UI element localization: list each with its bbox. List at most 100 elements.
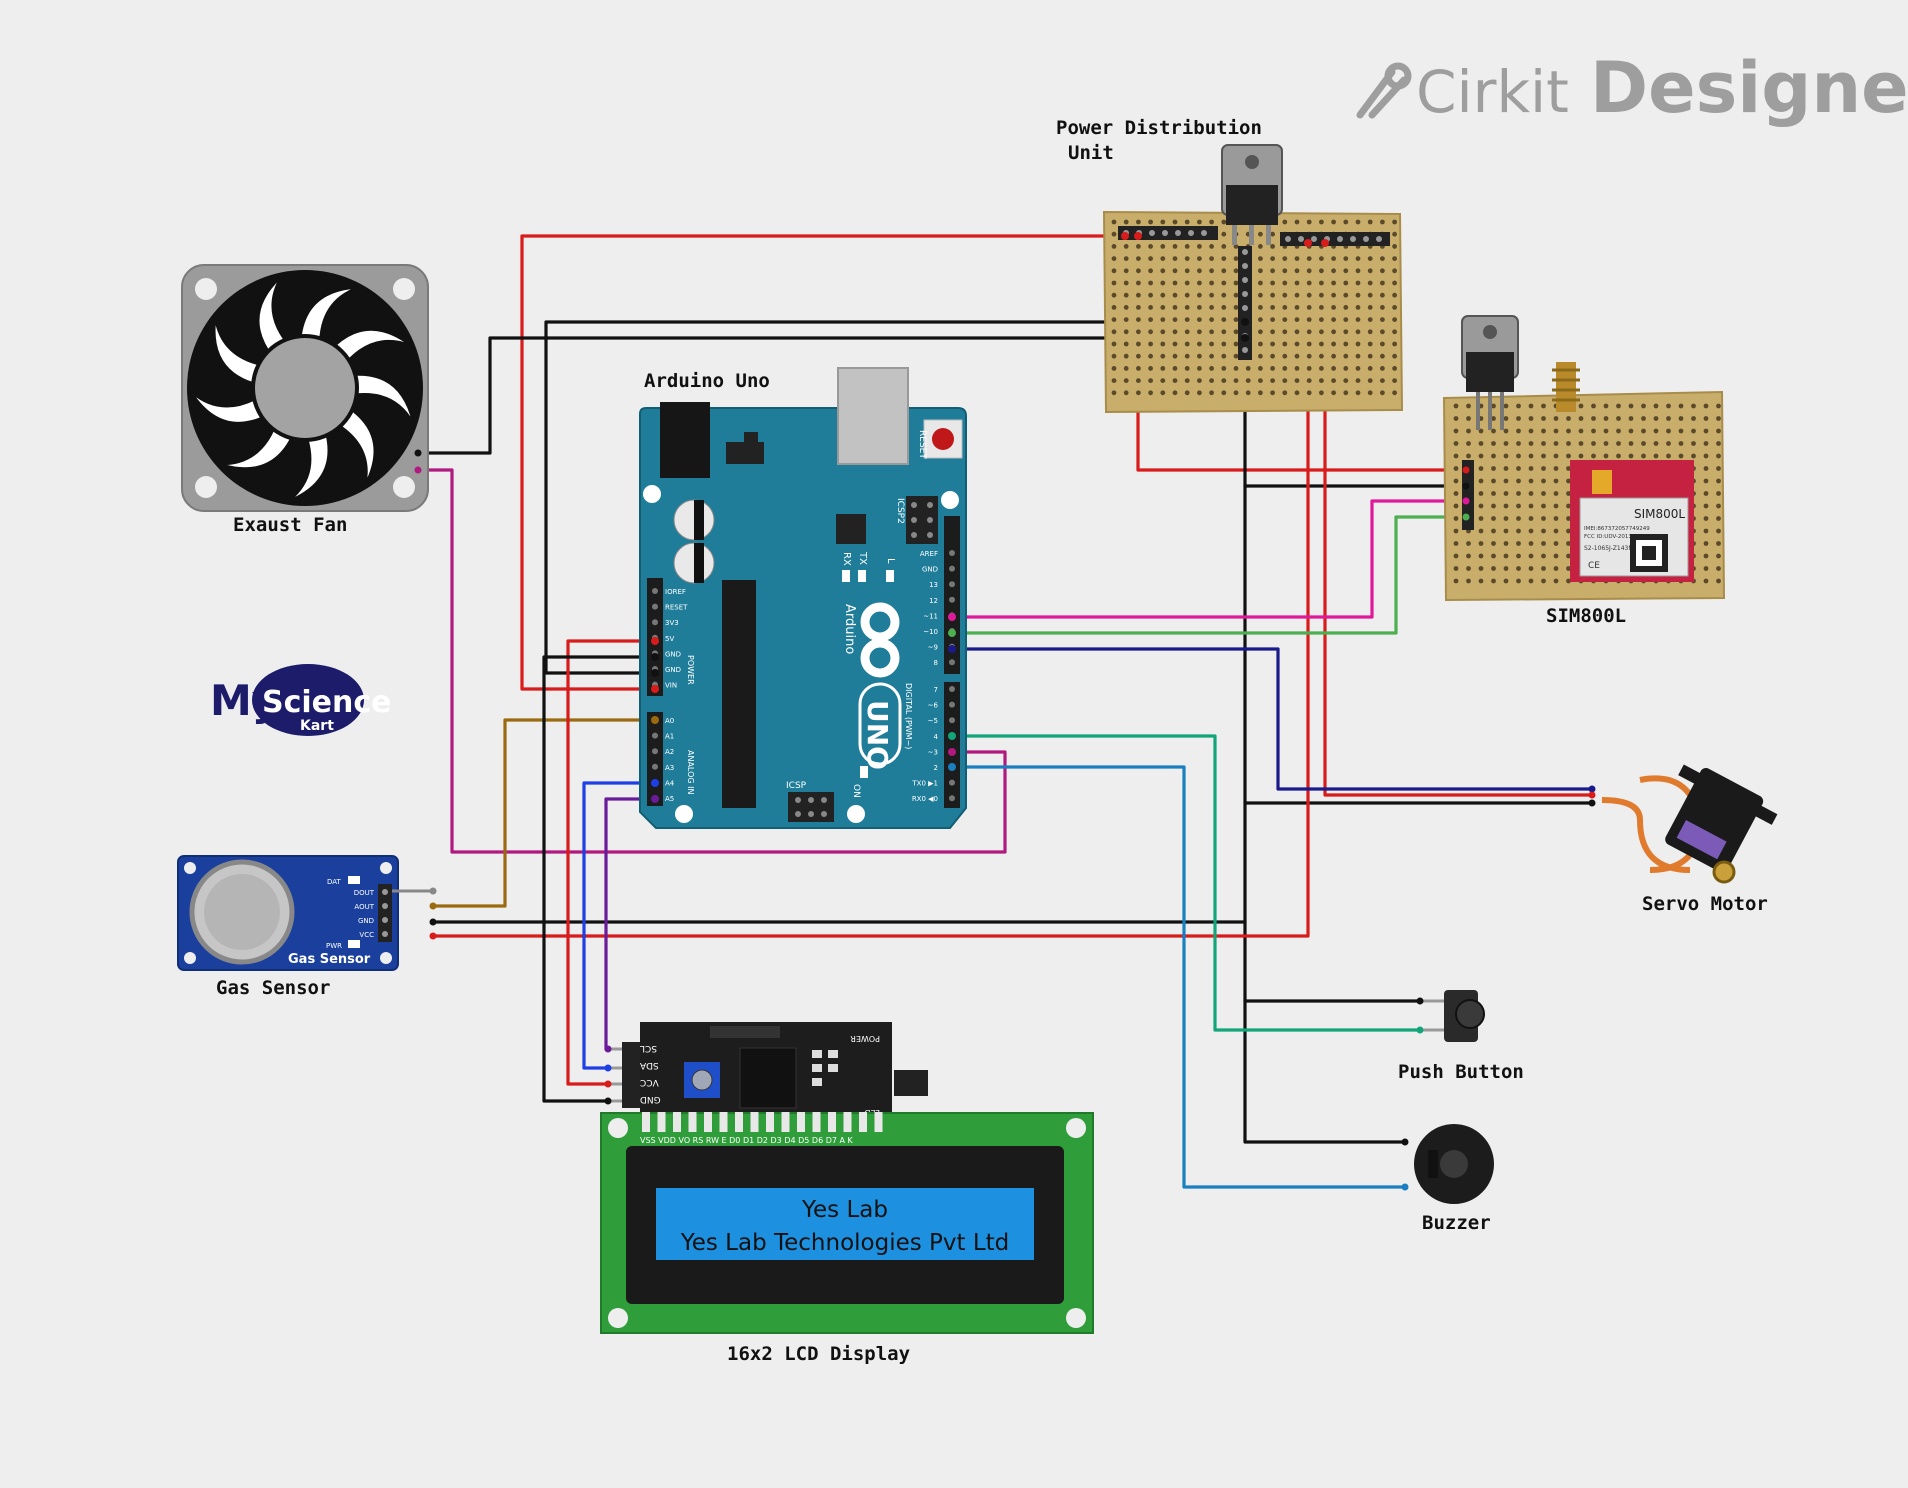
wire-pdu-gas-vcc[interactable] bbox=[431, 241, 1310, 938]
pdu-pin-out[interactable] bbox=[1134, 232, 1142, 240]
gas-pin-aout[interactable] bbox=[429, 902, 437, 910]
perfboard-hole bbox=[1603, 441, 1609, 446]
wire-vin-pdu[interactable] bbox=[520, 234, 1127, 691]
pin-d2[interactable] bbox=[948, 763, 956, 771]
perfboard-hole bbox=[1503, 516, 1509, 521]
perfboard-hole bbox=[1566, 428, 1571, 434]
perfboard-hole bbox=[1270, 292, 1275, 298]
buzzer[interactable]: Buzzer bbox=[1401, 1124, 1495, 1234]
wire-gnd-lcd[interactable] bbox=[542, 655, 657, 1103]
perfboard-hole bbox=[1306, 317, 1312, 322]
servo-pin-signal[interactable] bbox=[1588, 785, 1596, 793]
wire-fan-gnd[interactable] bbox=[416, 336, 1247, 455]
pin-d9[interactable] bbox=[948, 645, 956, 653]
perfboard-hole bbox=[1541, 428, 1546, 434]
arduino-infinity-logo bbox=[860, 602, 900, 678]
buzzer-pin-signal[interactable] bbox=[1401, 1183, 1409, 1191]
pdu-pin-vin[interactable] bbox=[1121, 232, 1129, 240]
perfboard-hole bbox=[1123, 378, 1129, 383]
perfboard-hole bbox=[1380, 305, 1385, 310]
lcd-pin-scl[interactable] bbox=[604, 1045, 612, 1053]
wire-a4-lcd-sda[interactable] bbox=[582, 781, 657, 1070]
pdu-pin-5v-1[interactable] bbox=[1304, 239, 1312, 247]
perfboard-hole bbox=[1306, 219, 1312, 225]
servo-motor[interactable]: Servo Motor bbox=[1588, 757, 1782, 915]
wire-gnd-pdu[interactable] bbox=[544, 320, 1247, 675]
capacitors bbox=[673, 499, 715, 584]
perfboard-hole bbox=[1466, 541, 1471, 546]
reset-button[interactable] bbox=[923, 419, 963, 459]
perfboard-hole bbox=[1466, 441, 1471, 446]
power-distribution-unit[interactable]: Power Distribution Unit bbox=[1056, 117, 1404, 414]
buzzer-label: Buzzer bbox=[1422, 1212, 1491, 1234]
lcd-i2c-pin-label: VCC bbox=[640, 1077, 659, 1087]
wire-d10-sim[interactable] bbox=[950, 515, 1468, 635]
wire-d2-buzzer[interactable] bbox=[950, 765, 1407, 1189]
pin-gnd-2[interactable] bbox=[651, 669, 659, 677]
button-pin-2[interactable] bbox=[1416, 1026, 1424, 1034]
gas-pin-gnd[interactable] bbox=[429, 918, 437, 926]
sim-pin-rx[interactable] bbox=[1462, 497, 1470, 505]
wire-d9-servo[interactable] bbox=[950, 647, 1594, 791]
pin-5v[interactable] bbox=[651, 637, 659, 645]
perfboard-hole bbox=[1578, 441, 1584, 446]
pin-d10[interactable] bbox=[948, 629, 956, 637]
wire-d4-button[interactable] bbox=[950, 734, 1422, 1032]
wire-5v-lcd-vcc[interactable] bbox=[566, 639, 657, 1086]
push-button[interactable]: Push Button bbox=[1398, 990, 1524, 1083]
pin-d3[interactable] bbox=[948, 748, 956, 756]
perfboard-hole bbox=[1294, 353, 1300, 359]
servo-pin-vcc[interactable] bbox=[1588, 791, 1596, 799]
fan-pin-pwr[interactable] bbox=[414, 466, 422, 474]
perfboard-hole bbox=[1160, 256, 1166, 261]
perfboard-hole bbox=[1355, 268, 1361, 274]
pdu-pin-gnd-1[interactable] bbox=[1241, 318, 1249, 326]
pin-gnd-1[interactable] bbox=[651, 653, 659, 661]
wire-pdu-ground-rail[interactable] bbox=[1243, 248, 1407, 1144]
buzzer-pin-gnd[interactable] bbox=[1401, 1138, 1409, 1146]
pin-a4[interactable] bbox=[651, 779, 659, 787]
button-pin-1[interactable] bbox=[1416, 997, 1424, 1005]
perfboard-hole bbox=[1653, 441, 1659, 446]
gas-pin-vcc[interactable] bbox=[429, 932, 437, 940]
sim-pin-vcc[interactable] bbox=[1462, 466, 1470, 474]
lcd-backlight-jumper[interactable] bbox=[894, 1070, 928, 1096]
sim-pin-tx[interactable] bbox=[1462, 513, 1470, 521]
perfboard-hole bbox=[1453, 416, 1459, 421]
wire-pdu-servo-vcc[interactable] bbox=[1323, 241, 1594, 797]
pdu-pin-5v-2[interactable] bbox=[1321, 239, 1329, 247]
perfboard-hole bbox=[1306, 256, 1312, 261]
wire-fan-d3[interactable] bbox=[416, 468, 1007, 854]
pin-vin[interactable] bbox=[651, 685, 659, 693]
lcd-pin-sda[interactable] bbox=[604, 1064, 612, 1072]
lcd-pin-gnd[interactable] bbox=[604, 1097, 612, 1105]
perfboard-hole bbox=[1282, 329, 1288, 335]
perfboard-hole bbox=[1367, 268, 1373, 274]
perfboard-hole bbox=[1258, 231, 1263, 237]
arduino-uno[interactable]: Arduino Uno RESET ICSP2 bbox=[639, 367, 967, 829]
exhaust-fan[interactable]: Exaust Fan bbox=[181, 264, 429, 536]
perfboard-hole bbox=[1209, 280, 1214, 286]
pin-a0[interactable] bbox=[651, 716, 659, 724]
gas-pin-dout[interactable] bbox=[429, 887, 437, 895]
sim800l-module[interactable]: SIM800L IMEI:867372057749249 FCC ID:UDV-… bbox=[1442, 315, 1726, 627]
perfboard-hole bbox=[1172, 353, 1178, 359]
sim-pin-gnd[interactable] bbox=[1462, 482, 1470, 490]
wire-d11-sim[interactable] bbox=[950, 499, 1468, 619]
perfboard-hole bbox=[1380, 317, 1385, 322]
lcd-pin-vcc[interactable] bbox=[604, 1080, 612, 1088]
pin-a5[interactable] bbox=[651, 795, 659, 803]
perfboard-hole bbox=[1331, 341, 1336, 347]
servo-pin-gnd[interactable] bbox=[1588, 799, 1596, 807]
perfboard-hole bbox=[1306, 366, 1312, 371]
perfboard-hole bbox=[1716, 566, 1721, 571]
pdu-pin-gnd-2[interactable] bbox=[1241, 334, 1249, 342]
pin-d4[interactable] bbox=[948, 732, 956, 740]
icsp2-header bbox=[906, 496, 938, 544]
fan-pin-gnd[interactable] bbox=[414, 449, 422, 457]
pin-d11[interactable] bbox=[948, 613, 956, 621]
wire-a0-gas[interactable] bbox=[431, 718, 657, 908]
digital-pin bbox=[949, 550, 955, 556]
